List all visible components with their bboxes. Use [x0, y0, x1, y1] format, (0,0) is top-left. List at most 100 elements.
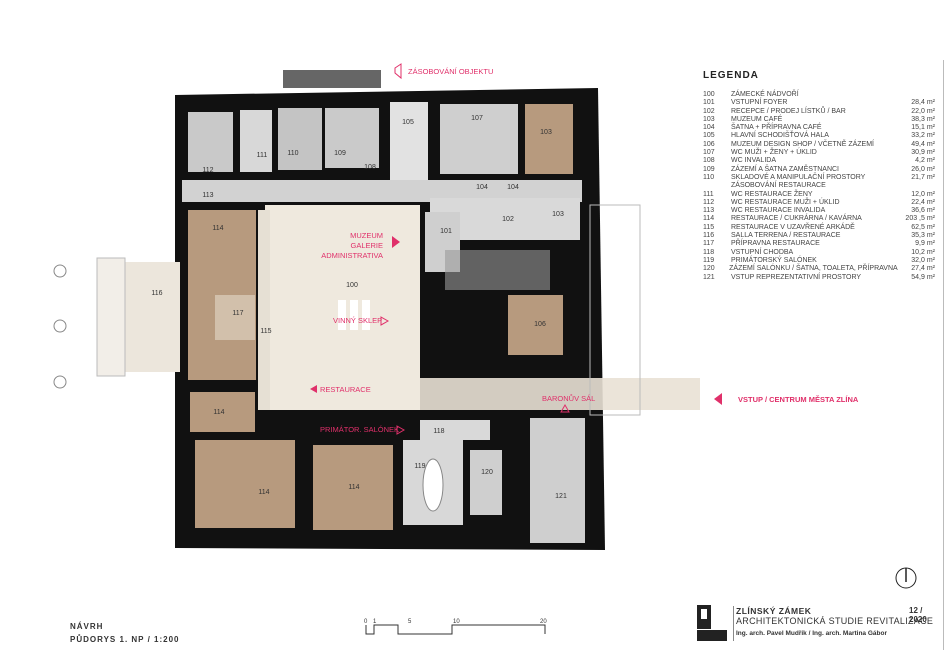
legend-area: 32,0 m² — [911, 256, 935, 264]
legend-area: 12,0 m² — [911, 190, 935, 198]
legend-number: 107 — [703, 149, 715, 157]
legend-name: RECEPCE / PRODEJ LÍSTKŮ / BAR — [731, 107, 846, 115]
drawing-title: PŮDORYS 1. NP / 1:200 — [70, 635, 180, 644]
room-label: 102 — [502, 216, 514, 223]
room-label: 118 — [433, 428, 444, 435]
room-label: 117 — [232, 310, 243, 317]
legend-item: 100 ZÁMECKÉ NÁDVOŘÍ — [703, 91, 935, 99]
legend-area: 10,2 m² — [911, 248, 935, 256]
scale-tick: 1 — [373, 619, 377, 625]
scale-tick: 0 — [364, 619, 368, 625]
room-label: 103 — [552, 211, 564, 218]
room-116 — [125, 262, 180, 372]
legend-area — [895, 182, 935, 190]
room-109 — [325, 108, 379, 168]
room-label: 104 — [476, 184, 488, 191]
annotation-museum-3: ADMINISTRATIVA — [321, 251, 383, 260]
supply-ramp — [283, 70, 381, 88]
legend-area: 62,5 m² — [911, 223, 935, 231]
legend-area: 4,2 m² — [915, 157, 935, 165]
legend-number: 108 — [703, 157, 715, 165]
legend-area — [895, 91, 935, 99]
room-label: 114 — [212, 225, 223, 232]
legend-area: 15,1 m² — [911, 124, 935, 132]
room-117 — [215, 295, 255, 340]
room-103-north — [525, 104, 573, 174]
date: 12 / 2020 — [909, 606, 927, 624]
legend-area: 35,3 m² — [911, 232, 935, 240]
terrace-stairs — [96, 257, 126, 377]
legend-number: 121 — [703, 273, 715, 281]
legend-number: 111 — [703, 190, 714, 198]
room-label: 104 — [507, 184, 519, 191]
legend-name: ZÁSOBOVÁNÍ RESTAURACE — [731, 182, 826, 190]
corridor — [182, 180, 582, 202]
legend-name: ZÁMECKÉ NÁDVOŘÍ — [731, 91, 799, 98]
room-114-south-2 — [313, 445, 393, 530]
room-label: 105 — [402, 119, 414, 126]
legend-name: ZÁZEMÍ A ŠATNA ZAMĚSTNANCI — [731, 165, 839, 173]
legend-name: PŘÍPRAVNA RESTAURACE — [731, 240, 820, 248]
legend-name: VSTUP REPREZENTATIVNÍ PROSTORY — [731, 273, 862, 281]
room-121 — [530, 418, 585, 543]
legend-number: 116 — [703, 232, 715, 240]
entrance-path — [420, 378, 700, 410]
legend-item: ZÁSOBOVÁNÍ RESTAURACE — [703, 182, 935, 190]
legend-name: VSTUPNÍ FOYER — [731, 99, 788, 107]
legend-area: 49,4 m² — [911, 140, 935, 148]
legend-number: 101 — [703, 99, 715, 107]
legend-number: 103 — [703, 115, 715, 123]
legend-area: 203 ,5 m² — [905, 215, 935, 223]
legend-number: 112 — [703, 198, 715, 206]
legend-name: WC INVALIDA — [731, 157, 776, 165]
legend-name: ZÁZEMÍ SALÓNKU / ŠATNA, TOALETA, PŘÍPRAV… — [729, 265, 898, 273]
room-114-sw — [190, 392, 255, 432]
pma-logo — [697, 605, 727, 641]
project-subtitle: ARCHITEKTONICKÁ STUDIE REVITALIZACE — [736, 616, 934, 626]
legend-name: HLAVNÍ SCHODIŠŤOVÁ HALA — [731, 132, 829, 140]
legend-name: WC RESTAURACE ŽENY — [731, 190, 813, 198]
annotation-cellar: VINNÝ SKLEP — [333, 316, 382, 325]
scale-tick: 10 — [453, 619, 460, 625]
legend-item: 101 VSTUPNÍ FOYER 28,4 m² — [703, 99, 935, 107]
legend-name: RESTAURACE V UZAVŘENÉ ARKÁDĚ — [731, 223, 855, 231]
legend-number: 100 — [703, 91, 715, 98]
room-110 — [278, 108, 322, 170]
legend-area: 36,6 m² — [911, 207, 935, 215]
legend-name: WC MUŽI + ŽENY + ÚKLID — [731, 149, 817, 157]
annotation-primator: PRIMÁTOR. SALÓNEK — [320, 425, 399, 434]
project-name: ZLÍNSKÝ ZÁMEK — [736, 606, 812, 616]
legend-name: VSTUPNÍ CHODBA — [731, 248, 794, 256]
room-label: 115 — [260, 328, 271, 335]
legend-area: 38,3 m² — [911, 115, 935, 123]
room-label: 121 — [555, 493, 567, 500]
room-112 — [188, 112, 233, 172]
legend-name: RESTAURACE / CUKRÁRNA / KAVÁRNA — [731, 215, 862, 223]
legend-number: 118 — [703, 248, 715, 256]
legend-number: 109 — [703, 165, 715, 173]
room-118 — [420, 420, 490, 440]
room-label: 116 — [151, 290, 162, 297]
legend-number: 102 — [703, 107, 715, 115]
legend-name: WC RESTAURACE MUŽI + ÚKLID — [731, 198, 840, 206]
legend-area: 28,4 m² — [911, 99, 935, 107]
legend-area: 21,7 m² — [911, 173, 935, 181]
room-label: 114 — [348, 484, 359, 491]
east-terrace — [589, 204, 641, 416]
annotation-museum-1: MUZEUM — [350, 231, 383, 240]
room-label: 119 — [414, 463, 425, 470]
legend-item: 108 WC INVALIDA 4,2 m² — [703, 157, 935, 165]
